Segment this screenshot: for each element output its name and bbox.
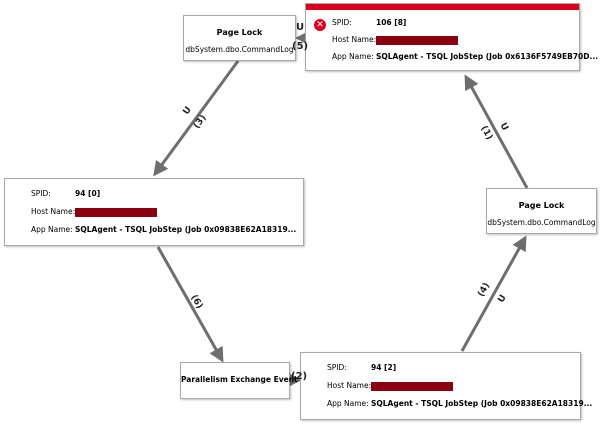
spid-value: 94 [0] [75, 189, 101, 198]
app-row: App Name:SQLAgent - TSQL JobStep (Job 0x… [327, 398, 592, 410]
parallelism-exchange-node[interactable]: Parallelism Exchange Event [180, 362, 298, 399]
edge-3 [153, 60, 240, 177]
app-value: SQLAgent - TSQL JobStep (Job 0x09838E62A… [75, 225, 297, 234]
host-row: Host Name: [332, 34, 458, 46]
lock-resource: dbSystem.dbo.CommandLog [185, 45, 294, 54]
page-lock-node-right[interactable]: Page Lock dbSystem.dbo.CommandLog [486, 188, 597, 234]
lock-resource: dbSystem.dbo.CommandLog [487, 218, 596, 227]
spid-label: SPID: [327, 363, 347, 372]
host-redaction [371, 381, 453, 391]
app-value: SQLAgent - TSQL JobStep (Job 0x6136F5749… [376, 52, 599, 61]
host-label: Host Name: [332, 35, 377, 44]
host-redaction [376, 35, 458, 45]
host-row: Host Name: [327, 380, 453, 392]
app-row: App Name:SQLAgent - TSQL JobStep (Job 0x… [332, 51, 598, 63]
edge-2-order: (2) [291, 371, 308, 382]
app-label: App Name: [327, 399, 369, 408]
edge-4 [460, 235, 527, 352]
app-label: App Name: [332, 52, 374, 61]
edge-1 [464, 74, 529, 189]
host-row: Host Name: [31, 206, 157, 218]
edge-5-order: (5) [292, 41, 309, 52]
spid-row: SPID: 106 [8] [332, 17, 406, 29]
edge-6 [156, 246, 224, 363]
process-node-spid-94-0[interactable]: SPID: 94 [0] Host Name: App Name:SQLAgent… [4, 178, 304, 246]
edge-5-mode: U [296, 22, 305, 33]
page-lock-node-top[interactable]: Page Lock dbSystem.dbo.CommandLog [183, 15, 296, 61]
exchange-title: Parallelism Exchange Event [181, 375, 298, 384]
lock-title: Page Lock [518, 201, 565, 210]
host-label: Host Name: [327, 381, 372, 390]
process-node-victim[interactable]: ✕ SPID: 106 [8] Host Name: App Name:SQLAg… [305, 3, 598, 71]
spid-value: 94 [2] [371, 363, 397, 372]
host-label: Host Name: [31, 207, 76, 216]
spid-label: SPID: [332, 18, 352, 27]
app-row: App Name:SQLAgent - TSQL JobStep (Job 0x… [31, 224, 296, 236]
error-x-icon: ✕ [314, 19, 326, 31]
app-value: SQLAgent - TSQL JobStep (Job 0x09838E62A… [371, 399, 593, 408]
victim-bar [306, 4, 579, 10]
spid-value: 106 [8] [376, 18, 407, 27]
app-label: App Name: [31, 225, 73, 234]
spid-label: SPID: [31, 189, 51, 198]
process-node-spid-94-2[interactable]: SPID: 94 [2] Host Name: App Name:SQLAgent… [300, 352, 592, 420]
lock-title: Page Lock [216, 28, 263, 37]
host-redaction [75, 207, 157, 217]
spid-row: SPID: 94 [2] [327, 362, 396, 374]
spid-row: SPID: 94 [0] [31, 188, 100, 200]
